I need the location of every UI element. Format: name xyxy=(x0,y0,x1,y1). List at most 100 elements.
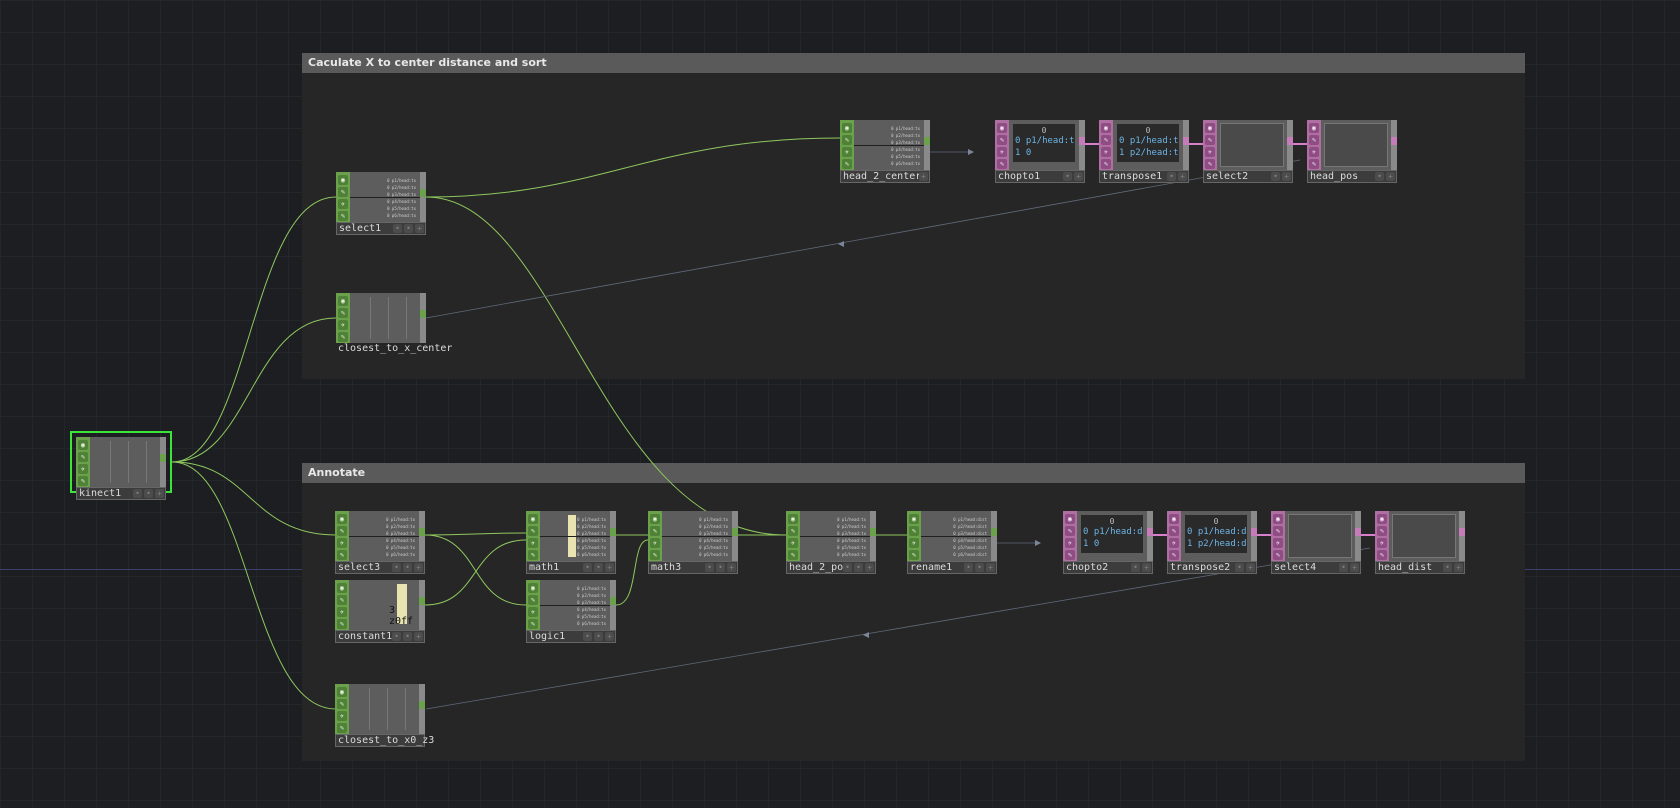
cook-icon[interactable]: ✎ xyxy=(528,619,538,629)
bypass-icon[interactable]: ✎ xyxy=(528,595,538,605)
lock-icon[interactable]: ✈ xyxy=(909,538,919,548)
output-connector[interactable] xyxy=(924,137,930,145)
node-output[interactable] xyxy=(419,580,425,630)
node-output[interactable] xyxy=(1147,511,1153,561)
node-output[interactable] xyxy=(1251,511,1257,561)
bypass-icon[interactable]: ✎ xyxy=(909,526,919,536)
node-kinect1[interactable]: ◉ ✎ ✈ ✎ kinect1••+ xyxy=(70,431,172,500)
node-output[interactable] xyxy=(160,437,166,487)
node-label-bar[interactable]: select2•+ xyxy=(1203,170,1293,183)
cook-icon[interactable]: ✎ xyxy=(1377,550,1387,560)
bypass-icon[interactable]: ✎ xyxy=(788,526,798,536)
node-name[interactable]: select1 xyxy=(339,223,382,234)
output-connector[interactable] xyxy=(870,528,876,536)
node-label-bar[interactable]: head_dist•+ xyxy=(1375,561,1465,574)
node-viewer[interactable]: 0 p1/head:tx 0 p2/head:tx 0 p3/head:tx 0… xyxy=(662,511,732,561)
viewer-icon[interactable]: ◉ xyxy=(1205,123,1215,133)
bypass-icon[interactable]: ✎ xyxy=(78,452,88,462)
node-output[interactable] xyxy=(419,684,425,734)
bypass-icon[interactable]: ✎ xyxy=(338,308,348,318)
bypass-icon[interactable]: ✎ xyxy=(650,526,660,536)
cook-icon[interactable]: ✎ xyxy=(338,211,348,221)
node-label-bar[interactable]: constant1••+ xyxy=(335,630,425,643)
bypass-icon[interactable]: ✎ xyxy=(1377,526,1387,536)
bypass-icon[interactable]: ✎ xyxy=(997,135,1007,145)
node-select4[interactable]: ◉ ✎ ✈ ✎ select4•+ xyxy=(1271,511,1361,574)
lock-icon[interactable]: ✈ xyxy=(1101,147,1111,157)
node-name[interactable]: transpose2 xyxy=(1170,562,1231,573)
output-connector[interactable] xyxy=(419,597,425,605)
node-name[interactable]: head_pos xyxy=(1310,171,1359,182)
node-viewer[interactable]: 0 0 p1/head:d 1 p2/head:d xyxy=(1181,511,1251,561)
node-head-pos[interactable]: ◉ ✎ ✈ ✎ head_pos•+ xyxy=(1307,120,1397,183)
node-viewer[interactable]: 0 p1/head:tx 0 p2/head:tx 0 p3/head:tx 0… xyxy=(349,511,419,561)
bypass-icon[interactable]: ✎ xyxy=(337,526,347,536)
viewer-icon[interactable]: ◉ xyxy=(1377,514,1387,524)
lock-icon[interactable]: ✈ xyxy=(1169,538,1179,548)
cook-icon[interactable]: ✎ xyxy=(1205,159,1215,169)
node-label-bar[interactable]: select4•+ xyxy=(1271,561,1361,574)
node-label-bar[interactable]: select1••+ xyxy=(336,222,426,235)
viewer-icon[interactable]: ◉ xyxy=(1169,514,1179,524)
lock-icon[interactable]: ✈ xyxy=(1065,538,1075,548)
node-label-bar[interactable]: logic1••+ xyxy=(526,630,616,643)
node-head-2-center[interactable]: ◉ ✎ ✈ ✎ 0 p1/head:tx 0 p2/head:tx 0 p3/h… xyxy=(840,120,930,183)
node-viewer[interactable]: 0 p1/head:dist 0 p2/head:dist 0 p3/head:… xyxy=(921,511,991,561)
cook-icon[interactable]: ✎ xyxy=(909,550,919,560)
cook-icon[interactable]: ✎ xyxy=(650,550,660,560)
node-name[interactable]: chopto2 xyxy=(1066,562,1109,573)
annotate-box-title[interactable]: Annotate xyxy=(302,463,1525,483)
bypass-icon[interactable]: ✎ xyxy=(337,595,347,605)
node-name[interactable]: math3 xyxy=(651,562,682,573)
bypass-icon[interactable]: ✎ xyxy=(338,187,348,197)
node-label-bar[interactable]: closest_to_x0_z3 xyxy=(335,734,434,747)
node-select2[interactable]: ◉ ✎ ✈ ✎ select2•+ xyxy=(1203,120,1293,183)
node-transpose1[interactable]: ◉ ✎ ✈ ✎ 0 0 p1/head:t 1 p2/head:t transp… xyxy=(1099,120,1189,183)
viewer-icon[interactable]: ◉ xyxy=(650,514,660,524)
node-viewer[interactable] xyxy=(1321,120,1391,170)
node-closest-to-x-center[interactable]: ◉ ✎ ✈ ✎ closest_to_x_center xyxy=(336,293,452,354)
node-viewer[interactable]: 0 0 p1/head:d 1 0 xyxy=(1077,511,1147,561)
node-output[interactable] xyxy=(420,172,426,222)
node-output[interactable] xyxy=(610,580,616,630)
lock-icon[interactable]: ✈ xyxy=(528,607,538,617)
node-output[interactable] xyxy=(1355,511,1361,561)
node-viewer[interactable]: 3 z0ff xyxy=(349,580,419,630)
output-connector[interactable] xyxy=(1079,137,1085,145)
node-rename1[interactable]: ◉ ✎ ✈ ✎ 0 p1/head:dist 0 p2/head:dist 0 … xyxy=(907,511,997,574)
viewer-icon[interactable]: ◉ xyxy=(528,514,538,524)
bypass-icon[interactable]: ✎ xyxy=(1101,135,1111,145)
node-name[interactable]: closest_to_x_center xyxy=(338,343,453,354)
viewer-icon[interactable]: ◉ xyxy=(78,440,88,450)
lock-icon[interactable]: ✈ xyxy=(650,538,660,548)
node-output[interactable] xyxy=(420,293,426,343)
node-name[interactable]: constant1 xyxy=(338,631,393,642)
bypass-icon[interactable]: ✎ xyxy=(1205,135,1215,145)
annotate-box-title[interactable]: Caculate X to center distance and sort xyxy=(302,53,1525,73)
node-viewer[interactable] xyxy=(350,293,420,343)
node-label-bar[interactable]: chopto2•+ xyxy=(1063,561,1153,574)
lock-icon[interactable]: ✈ xyxy=(997,147,1007,157)
node-output[interactable] xyxy=(1287,120,1293,170)
output-connector[interactable] xyxy=(1251,528,1257,536)
node-select1[interactable]: ◉ ✎ ✈ ✎ 0 p1/head:tx 0 p2/head:tx 0 p3/h… xyxy=(336,172,426,235)
output-connector[interactable] xyxy=(610,528,616,536)
node-label-bar[interactable]: head_pos•+ xyxy=(1307,170,1397,183)
cook-icon[interactable]: ✎ xyxy=(528,550,538,560)
annotate-box-x-distance[interactable]: Caculate X to center distance and sort xyxy=(302,53,1525,379)
output-connector[interactable] xyxy=(420,189,426,197)
node-name[interactable]: head_dist xyxy=(1378,562,1433,573)
node-transpose2[interactable]: ◉ ✎ ✈ ✎ 0 0 p1/head:d 1 p2/head:d transp… xyxy=(1167,511,1257,574)
node-viewer[interactable] xyxy=(1217,120,1287,170)
node-label-bar[interactable]: transpose2•+ xyxy=(1167,561,1257,574)
node-chopto1[interactable]: ◉ ✎ ✈ ✎ 0 0 p1/head:t 1 0 chopto1•+ xyxy=(995,120,1085,183)
bypass-icon[interactable]: ✎ xyxy=(1065,526,1075,536)
viewer-icon[interactable]: ◉ xyxy=(788,514,798,524)
node-label-bar[interactable]: transpose1•+ xyxy=(1099,170,1189,183)
cook-icon[interactable]: ✎ xyxy=(1101,159,1111,169)
cook-icon[interactable]: ✎ xyxy=(337,723,347,733)
viewer-icon[interactable]: ◉ xyxy=(909,514,919,524)
cook-icon[interactable]: ✎ xyxy=(337,550,347,560)
node-viewer[interactable]: 0 0 p1/head:t 1 0 xyxy=(1009,120,1079,170)
node-name[interactable]: chopto1 xyxy=(998,171,1041,182)
